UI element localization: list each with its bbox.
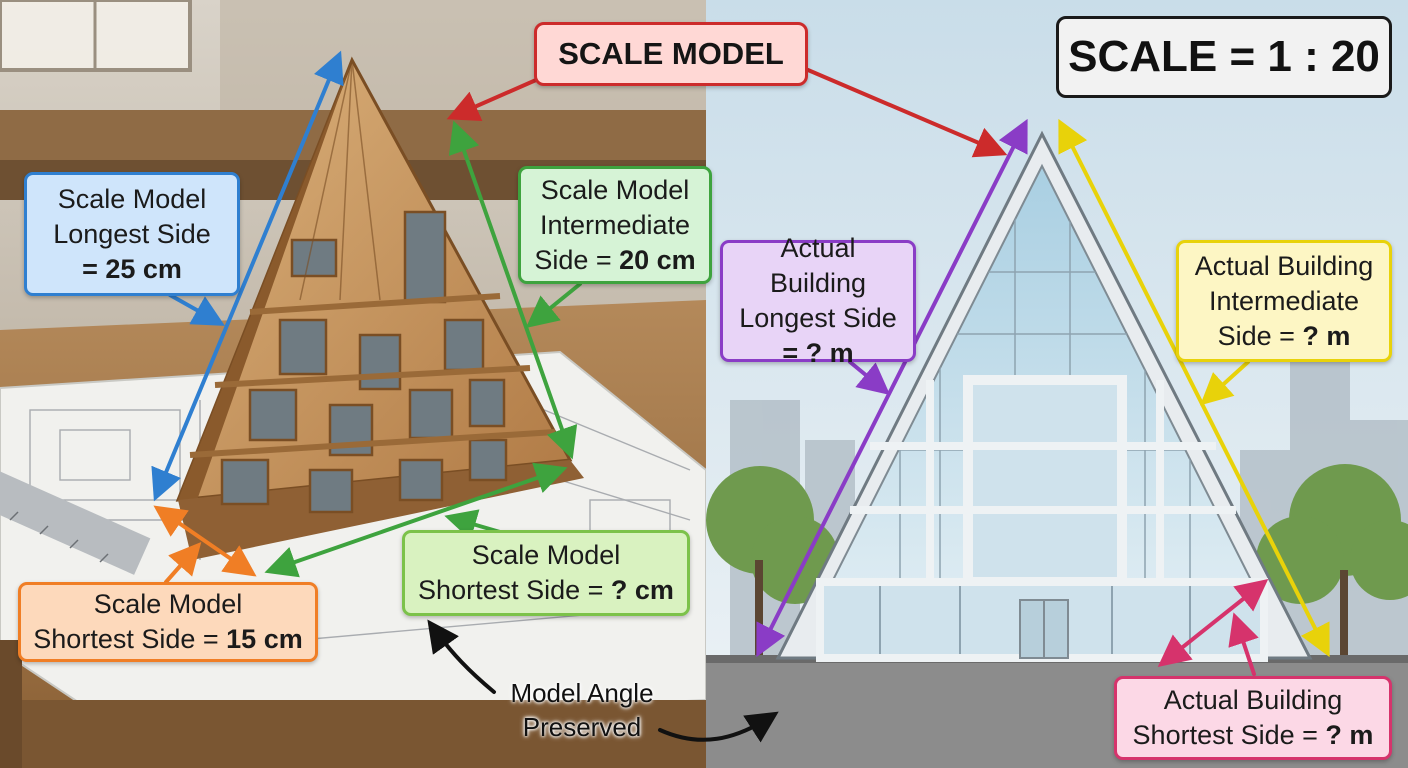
scale-model-title: SCALE MODEL <box>534 22 808 86</box>
building-intermediate-label: Actual Building Intermediate Side = ? m <box>1176 240 1392 362</box>
scale-ratio-box: SCALE = 1 : 20 <box>1056 16 1392 98</box>
model-shortest-unknown-label: Scale Model Shortest Side = ? cm <box>402 530 690 616</box>
model-longest-pointer <box>168 293 225 326</box>
model-shortest-known-label: Scale Model Shortest Side = 15 cm <box>18 582 318 662</box>
angle-arrow-left <box>427 619 496 694</box>
building-shortest-pointer <box>1228 612 1259 676</box>
building-shortest-label: Actual Building Shortest Side = ? m <box>1114 676 1392 760</box>
model-shortest-pointer <box>444 509 502 541</box>
model-longest-arrow <box>151 50 344 502</box>
model-shortest-arrow <box>264 462 568 578</box>
angle-arrow-right <box>658 711 779 743</box>
building-intermediate-pointer <box>1200 360 1250 406</box>
model-intermediate-arrow <box>448 120 578 460</box>
building-intermediate-arrow <box>1058 118 1330 658</box>
building-longest-pointer <box>848 360 891 396</box>
model-known-short-arrow <box>153 505 257 577</box>
dimension-arrows <box>151 50 1330 743</box>
building-shortest-arrow <box>1157 579 1269 667</box>
angle-preserved-note: Model Angle Preserved <box>510 678 654 742</box>
model-longest-label: Scale Model Longest Side = 25 cm <box>24 172 240 296</box>
model-known-short-pointer <box>164 542 202 584</box>
building-longest-arrow <box>756 118 1028 658</box>
model-intermediate-label: Scale Model Intermediate Side = 20 cm <box>518 166 712 284</box>
title-to-model-arrow <box>446 78 538 122</box>
building-longest-label: Actual Building Longest Side = ? m <box>720 233 916 368</box>
model-intermediate-pointer <box>525 282 582 329</box>
